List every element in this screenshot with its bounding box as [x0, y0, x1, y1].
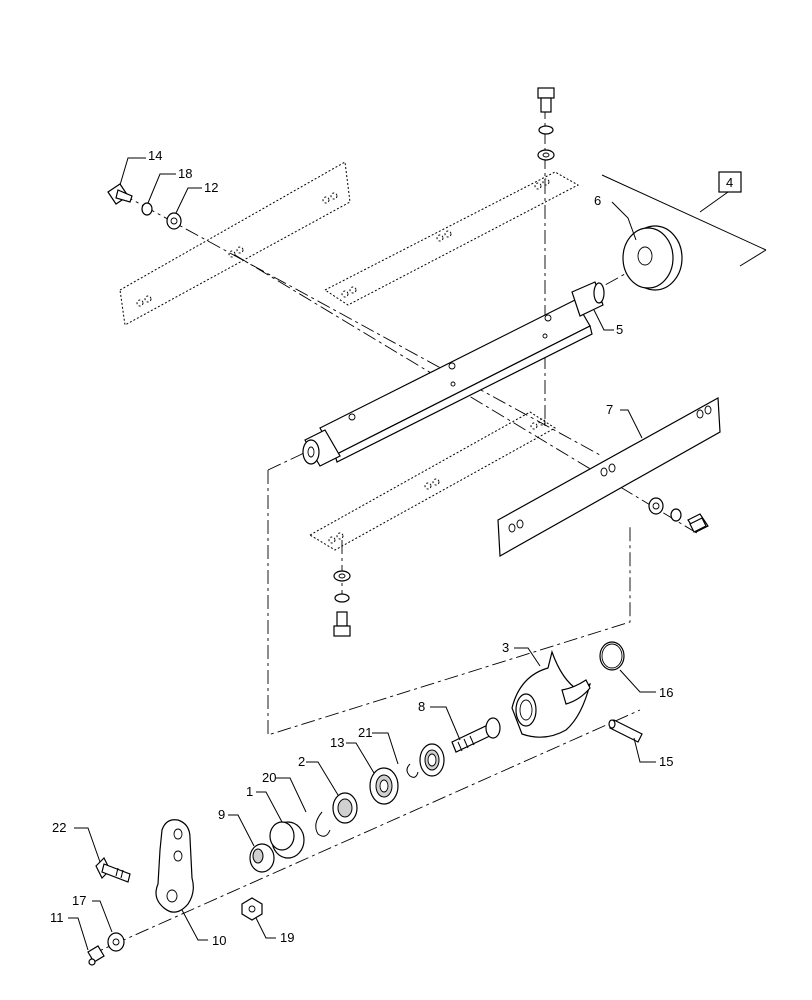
callout-13: 13: [330, 735, 344, 750]
phantom-plate-bottom: [309, 411, 556, 551]
lever-arm-part-10: [155, 819, 194, 913]
spacer-part-1: [269, 821, 305, 859]
callout-9: 9: [218, 807, 225, 822]
callout-12: 12: [204, 180, 218, 195]
pin-part-15: [608, 719, 643, 743]
callout-11: 11: [50, 910, 64, 925]
callout-15: 15: [659, 754, 673, 769]
callout-1: 1: [246, 784, 253, 799]
left-bolt-set: [107, 183, 182, 230]
callout-17: 17: [72, 893, 86, 908]
bearing-part-13-left: [369, 767, 399, 805]
phantom-plate-top: [324, 171, 580, 306]
fitting-part-17: [107, 932, 125, 952]
callout-3: 3: [502, 640, 509, 655]
right-bolt-set: [648, 497, 709, 533]
leader-lines: [68, 157, 656, 951]
bolt-part-22: [95, 856, 131, 883]
callout-19: 19: [280, 930, 294, 945]
callout-labels: 14 18 12 6 5 7 3 16 15 8 21 13 2 20 1 9 …: [50, 148, 673, 948]
washer-part-6: [622, 225, 683, 291]
snap-ring-part-20: [315, 811, 331, 837]
stud-part-8: [451, 717, 501, 753]
top-bolt-stack: [537, 87, 555, 161]
shaft-part-5: [302, 281, 605, 467]
bearing-part-13-right: [419, 743, 445, 777]
callout-22: 22: [52, 820, 66, 835]
callout-20: 20: [262, 770, 276, 785]
bracket-part-3: [511, 649, 591, 738]
grease-fitting-part-11: [87, 945, 105, 966]
callout-16: 16: [659, 685, 673, 700]
bottom-bolt-stack: [333, 570, 351, 637]
callout-7: 7: [606, 402, 613, 417]
callout-4: 4: [726, 175, 733, 190]
plate-part-7: [497, 397, 721, 557]
callout-2: 2: [298, 754, 305, 769]
callout-14: 14: [148, 148, 162, 163]
callout-10: 10: [212, 933, 226, 948]
callout-18: 18: [178, 166, 192, 181]
callout-4-box: 4: [718, 171, 742, 193]
roller-part-9: [249, 843, 275, 873]
callout-6: 6: [594, 193, 601, 208]
nut-part-19: [241, 897, 263, 921]
reference-bracket: [601, 174, 767, 267]
callout-5: 5: [616, 322, 623, 337]
callout-21: 21: [358, 725, 372, 740]
bushing-part-2: [332, 792, 358, 824]
phantom-plate-left: [119, 161, 351, 326]
ring-part-16: [599, 641, 625, 671]
callout-8: 8: [418, 699, 425, 714]
snap-ring-part-21: [406, 763, 419, 778]
